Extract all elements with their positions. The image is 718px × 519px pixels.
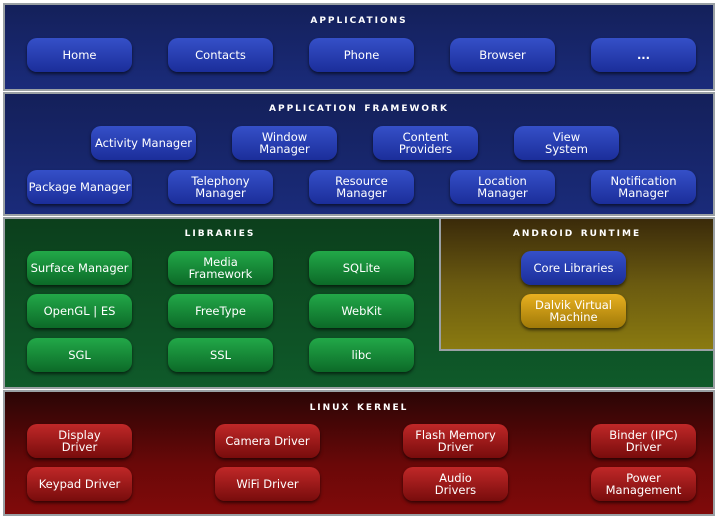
app-browser: Browser bbox=[450, 38, 555, 72]
fw-notification-manager: Notification Manager bbox=[591, 170, 696, 204]
fw-view-system: View System bbox=[514, 126, 619, 160]
fw-window-manager: Window Manager bbox=[232, 126, 337, 160]
app-more: ... bbox=[591, 38, 696, 72]
kernel-display-driver: Display Driver bbox=[27, 424, 132, 458]
kernel-camera-driver: Camera Driver bbox=[215, 424, 320, 458]
kernel-title: Linux Kernel bbox=[309, 399, 409, 414]
kernel-flash-memory-driver: Flash Memory Driver bbox=[403, 424, 508, 458]
kernel-wifi-driver: WiFi Driver bbox=[215, 467, 320, 501]
fw-location-manager: Location Manager bbox=[450, 170, 555, 204]
fw-telephony-manager: Telephony Manager bbox=[168, 170, 273, 204]
fw-package-manager: Package Manager bbox=[27, 170, 132, 204]
app-home: Home bbox=[27, 38, 132, 72]
fw-activity-manager: Activity Manager bbox=[91, 126, 196, 160]
lib-libc: libc bbox=[309, 338, 414, 372]
fw-content-providers: Content Providers bbox=[373, 126, 478, 160]
lib-webkit: WebKit bbox=[309, 294, 414, 328]
framework-title: Application Framework bbox=[269, 100, 449, 115]
lib-sqlite: SQLite bbox=[309, 251, 414, 285]
kernel-audio-drivers: Audio Drivers bbox=[403, 467, 508, 501]
kernel-keypad-driver: Keypad Driver bbox=[27, 467, 132, 501]
kernel-power-management: Power Management bbox=[591, 467, 696, 501]
lib-opengl: OpenGL | ES bbox=[27, 294, 132, 328]
lib-surface-manager: Surface Manager bbox=[27, 251, 132, 285]
kernel-binder-driver: Binder (IPC) Driver bbox=[591, 424, 696, 458]
runtime-core-libraries: Core Libraries bbox=[521, 251, 626, 285]
libraries-title: Libraries bbox=[184, 225, 256, 240]
lib-media-framework: Media Framework bbox=[168, 251, 273, 285]
lib-ssl: SSL bbox=[168, 338, 273, 372]
runtime-dalvik-vm: Dalvik Virtual Machine bbox=[521, 294, 626, 328]
app-contacts: Contacts bbox=[168, 38, 273, 72]
lib-sgl: SGL bbox=[27, 338, 132, 372]
fw-resource-manager: Resource Manager bbox=[309, 170, 414, 204]
lib-freetype: FreeType bbox=[168, 294, 273, 328]
app-phone: Phone bbox=[309, 38, 414, 72]
runtime-title: Android Runtime bbox=[512, 225, 642, 240]
applications-title: Applications bbox=[310, 12, 408, 27]
